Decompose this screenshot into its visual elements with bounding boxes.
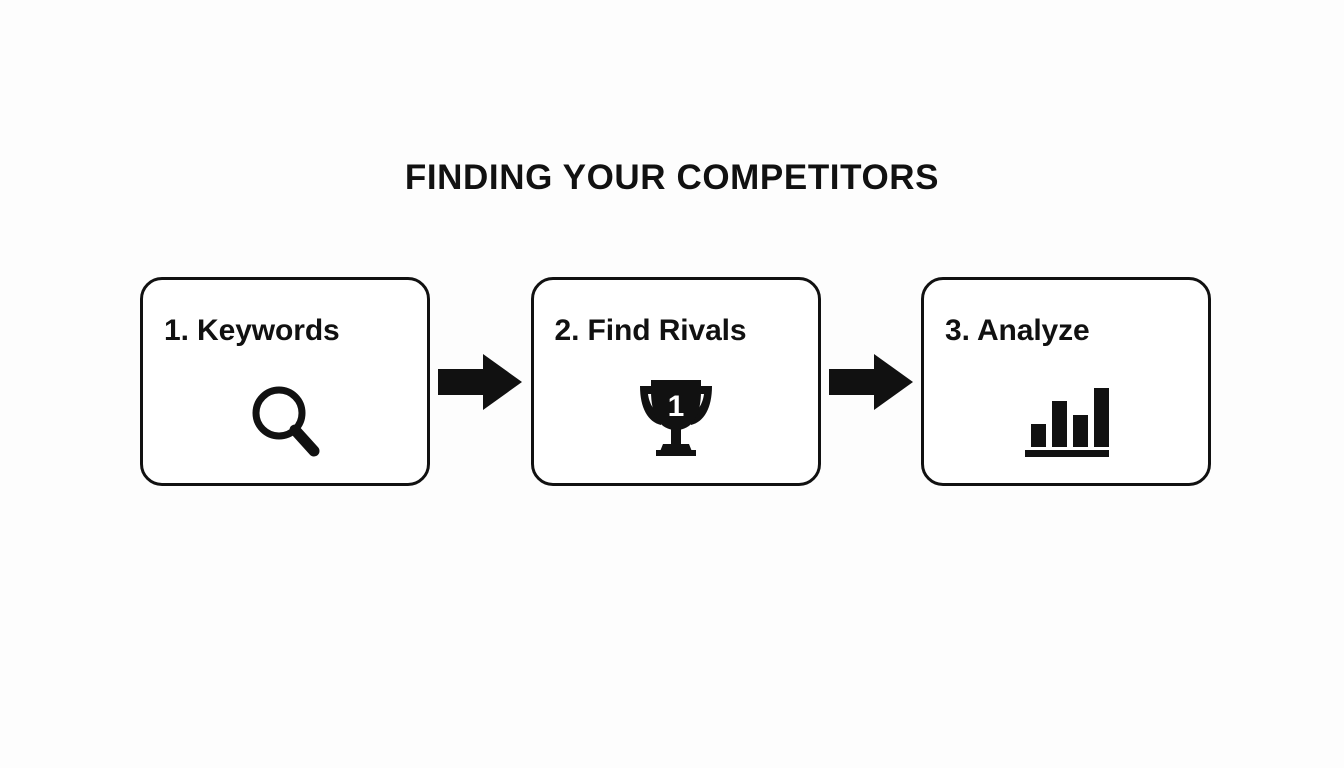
arrow-right-icon <box>828 353 913 410</box>
trophy-badge-number: 1 <box>667 390 684 423</box>
step-label: 3. Analyze <box>945 314 1090 347</box>
step-card-find-rivals[interactable]: 2. Find Rivals 1 <box>530 277 821 486</box>
page-title: FINDING YOUR COMPETITORS <box>404 158 940 197</box>
magnifying-glass-icon <box>143 376 427 466</box>
trophy-icon: 1 <box>534 372 818 462</box>
step-card-analyze[interactable]: 3. Analyze <box>921 277 1211 486</box>
process-flow: 1. Keywords 2. Find Rivals <box>140 277 1211 486</box>
step-label: 2. Find Rivals <box>554 314 747 347</box>
bar-chart-icon <box>924 376 1208 466</box>
step-label: 1. Keywords <box>164 314 340 347</box>
arrow-right-icon <box>438 353 523 410</box>
step-card-keywords[interactable]: 1. Keywords <box>140 277 430 486</box>
